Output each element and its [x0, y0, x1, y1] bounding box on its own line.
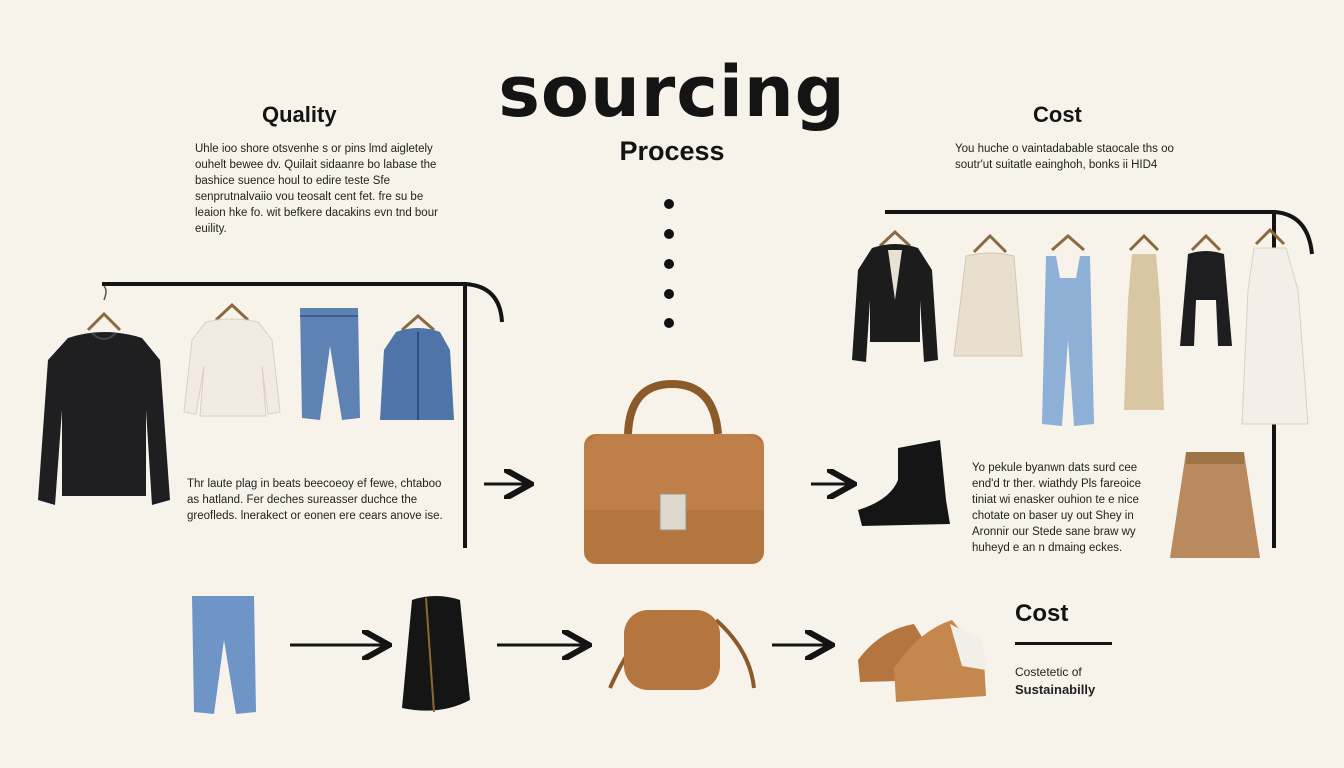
black-backpack-icon — [402, 596, 470, 713]
black-boot-icon — [858, 440, 950, 526]
blue-jeans-icon — [300, 308, 360, 420]
beige-dress-icon — [1124, 233, 1164, 410]
leather-jacket-icon — [852, 229, 938, 362]
brown-satchel-icon — [584, 379, 764, 564]
beige-top-icon — [953, 233, 1023, 357]
cost-subtext-line2: Sustainabilly — [1015, 682, 1096, 697]
black-top-icon — [1180, 233, 1232, 346]
jeans-icon — [192, 596, 256, 714]
white-vest-icon — [1241, 227, 1309, 425]
brown-crossbody-bag-icon — [608, 610, 756, 690]
process-dot — [664, 199, 674, 209]
right-clothing-rack — [885, 210, 1314, 548]
denim-overalls-icon — [1042, 234, 1094, 426]
cost-subtext-line1: Costetetic of — [1015, 665, 1082, 679]
page-title: sourcing — [498, 51, 846, 133]
denim-jacket-icon — [380, 314, 454, 420]
tan-skirt-icon — [1170, 452, 1260, 558]
left-rack-note: Thr laute plag in beats beecoeoy ef fewe… — [187, 478, 443, 522]
cost-description-top: You huche o vaintadabable staocale ths o… — [955, 143, 1174, 171]
tan-sneakers-icon — [858, 620, 986, 702]
quality-description: Uhle ioo shore otsvenhe s or pins lmd ai… — [195, 143, 438, 235]
process-dot — [664, 229, 674, 239]
white-blouse-icon — [183, 302, 281, 417]
cost-underline — [1015, 642, 1112, 645]
left-clothing-rack — [102, 282, 504, 548]
cost-heading-top: Cost — [1033, 102, 1082, 127]
process-dot — [664, 289, 674, 299]
quality-heading: Quality — [262, 102, 337, 127]
page-subtitle: Process — [619, 136, 725, 166]
process-dot — [664, 318, 674, 328]
cost-heading-bottom: Cost — [1015, 600, 1069, 627]
right-rack-note: Yo pekule byanwn dats surd cee end'd tr … — [972, 462, 1142, 554]
black-sweater-icon — [38, 285, 170, 505]
process-dot — [664, 259, 674, 269]
